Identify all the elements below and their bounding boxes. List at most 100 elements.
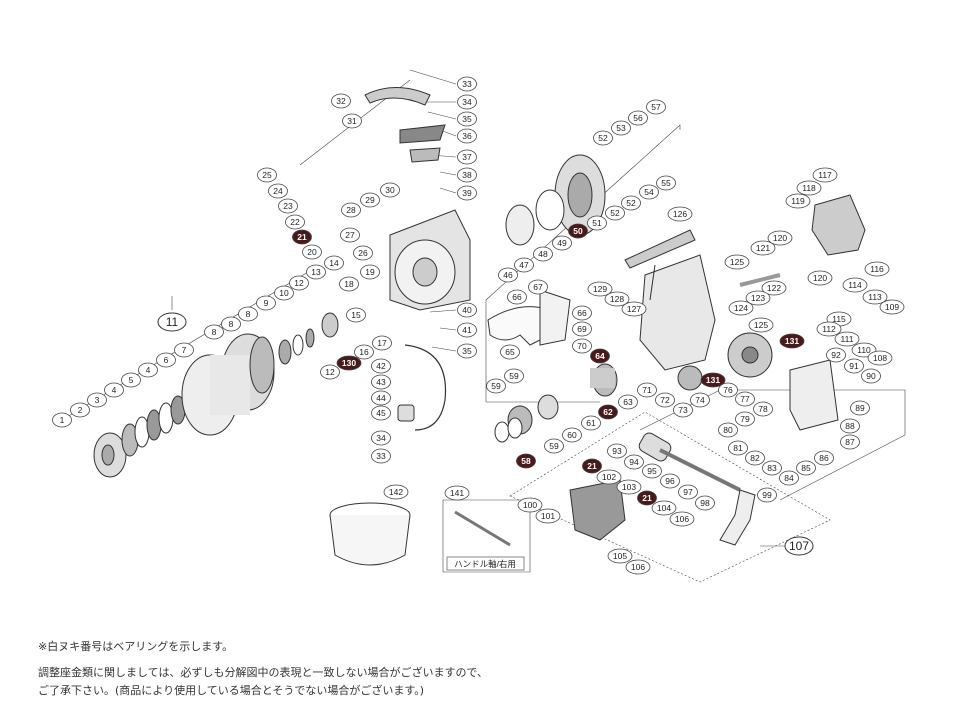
part-callout: 4 [138,362,158,378]
callout-ellipse [360,192,380,208]
part-callout: 128 [604,291,630,307]
callout-number: 52 [626,198,636,208]
bearing-callout: 21 [292,229,312,245]
callout-number: 64 [595,351,605,361]
callout-ellipse [371,358,391,374]
part-callout: 34 [371,430,391,446]
handle-label: ハンドル軸/右用 [454,559,516,569]
callout-ellipse [864,261,890,277]
callout-ellipse [457,149,477,165]
callout-ellipse [204,324,224,340]
bearing-callout: 21 [582,458,602,474]
part-callout: 126 [667,206,693,222]
part-callout: 112 [816,321,842,337]
part-callout: 69 [572,321,592,337]
part-callout: 99 [757,487,777,503]
callout-ellipse [690,392,710,408]
callout-number: 77 [740,394,750,404]
part-callout: 98 [695,495,715,511]
part-callout: 59 [504,368,524,384]
part-callout: 33 [457,76,477,92]
callout-number: 125 [754,320,768,330]
callout-number: 105 [613,551,627,561]
callout-ellipse [757,487,777,503]
callout-number: 49 [557,238,567,248]
callout-number: 113 [868,292,882,302]
part-callout: 53 [611,120,631,136]
callout-ellipse [850,400,870,416]
callout-ellipse [278,198,298,214]
callout-ellipse [735,411,755,427]
part-callout: 114 [842,277,868,293]
callout-number: 131 [785,336,799,346]
part-callout: 55 [656,175,676,191]
part-callout: 56 [628,110,648,126]
callout-ellipse [861,368,881,384]
callout-ellipse [779,470,799,486]
part-callout: 2 [70,402,90,418]
callout-number: 123 [751,293,765,303]
callout-ellipse [678,484,698,500]
part-callout: 65 [500,344,520,360]
callout-ellipse [842,277,868,293]
callout-ellipse [593,130,613,146]
callout-number: 62 [603,407,613,417]
callout-number: 45 [376,408,386,418]
callout-ellipse [121,372,141,388]
callout-number: 59 [549,441,559,451]
callout-ellipse [718,422,738,438]
callout-ellipse [507,289,527,305]
callout-ellipse [457,343,477,359]
callout-ellipse [457,111,477,127]
callout-ellipse [346,307,366,323]
callout-number: 118 [802,183,816,193]
callout-number: 121 [756,243,770,253]
callout-ellipse [331,93,351,109]
part-callout: 49 [552,235,572,251]
part-callout: 6 [156,352,176,368]
callout-number: 54 [644,187,654,197]
callout-number: 141 [450,488,464,498]
callout-number: 94 [629,457,639,467]
callout-ellipse [342,113,362,129]
bearing-callout: 130 [336,355,362,371]
callout-ellipse [457,185,477,201]
callout-number: 110 [857,345,871,355]
part-callout: 109 [879,299,905,315]
callout-ellipse [604,291,630,307]
callout-ellipse [598,404,618,420]
callout-number: 120 [813,273,827,283]
callout-number: 78 [758,404,768,414]
callout-number: 3 [95,395,100,405]
part-callout: 41 [457,322,477,338]
part-callout: 42 [371,358,391,374]
callout-ellipse [587,215,607,231]
washer-note-line1: 調整座金類に関しましては、必ずしも分解図中の表現と一致しない場合がございますので… [38,666,489,679]
callout-number: 108 [873,353,887,363]
callout-number: 44 [376,393,386,403]
callout-number: 115 [832,314,846,324]
callout-ellipse [695,495,715,511]
callout-ellipse [728,440,748,456]
callout-ellipse [844,358,864,374]
callout-number: 85 [801,463,811,473]
callout-number: 31 [347,116,357,126]
part-callout: 20 [302,244,322,260]
part-callout: 8 [221,316,241,332]
bearing-callout: 50 [568,223,588,239]
callout-number: 72 [660,395,670,405]
callout-number: 36 [462,131,472,141]
callout-number: 25 [262,170,272,180]
part-callout: 3 [87,392,107,408]
part-callout: 67 [528,279,548,295]
callout-number: 40 [462,305,472,315]
callout-ellipse [371,374,391,390]
callout-number: 116 [870,264,884,274]
callout-ellipse [156,352,176,368]
part-callout: 74 [690,392,710,408]
callout-ellipse [572,305,592,321]
part-callout: 73 [673,402,693,418]
callout-number: 67 [533,282,543,292]
part-callout: 80 [718,422,738,438]
part-callout: 82 [745,450,765,466]
